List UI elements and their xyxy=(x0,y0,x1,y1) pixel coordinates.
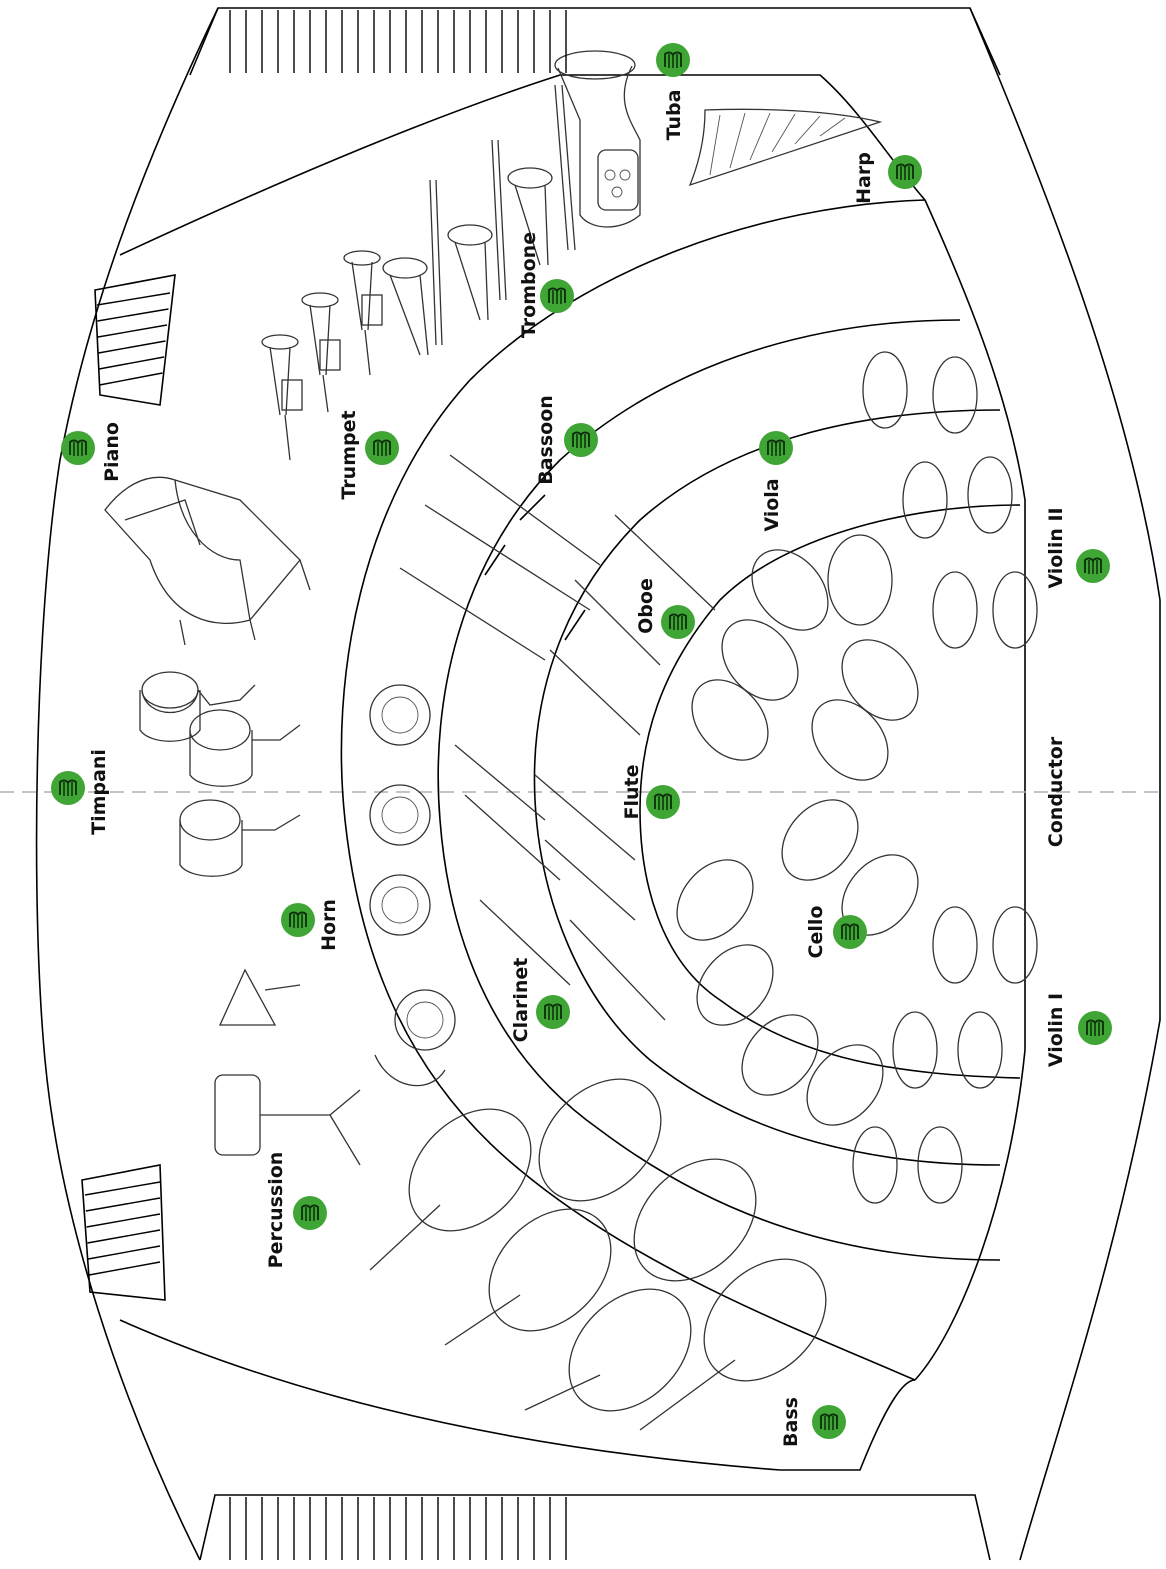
piano-label: Piano xyxy=(101,422,123,482)
tuba-drawing xyxy=(555,51,640,227)
bass-label: Bass xyxy=(780,1397,802,1447)
violin1-label: Violin I xyxy=(1045,993,1067,1067)
piano-drawing xyxy=(105,477,310,645)
tuba-music-book-icon[interactable] xyxy=(656,43,690,77)
bass-drawings xyxy=(370,1055,850,1435)
clarinet-label: Clarinet xyxy=(510,958,532,1043)
percussion-drawings xyxy=(215,970,360,1165)
flute-drawings xyxy=(455,745,635,920)
trombone-drawings xyxy=(383,85,575,355)
instrument-sketches xyxy=(105,51,1037,1435)
percussion-music-book-icon[interactable] xyxy=(293,1196,327,1230)
bassoon-music-book-icon[interactable] xyxy=(564,423,598,457)
harp-drawing xyxy=(690,109,880,185)
horn-label: Horn xyxy=(318,899,340,951)
trombone-music-book-icon[interactable] xyxy=(540,279,574,313)
conductor-label: Conductor xyxy=(1045,736,1067,847)
tuba-label: Tuba xyxy=(663,90,685,141)
horn-drawings xyxy=(370,685,455,1086)
timpani-label: Timpani xyxy=(88,749,110,835)
violin2-label: Violin II xyxy=(1045,507,1067,588)
violin1-drawings xyxy=(853,907,1037,1203)
trombone-label: Trombone xyxy=(518,232,540,338)
cello-drawings xyxy=(662,785,934,1140)
timpani-drawings xyxy=(140,672,300,876)
section-markers xyxy=(51,43,1112,1439)
stair-treads xyxy=(85,10,566,1560)
bass-music-book-icon[interactable] xyxy=(812,1405,846,1439)
percussion-label: Percussion xyxy=(265,1152,287,1269)
cello-label: Cello xyxy=(805,906,827,959)
bassoon-label: Bassoon xyxy=(535,395,557,485)
violin1-music-book-icon[interactable] xyxy=(1078,1011,1112,1045)
viola-drawings xyxy=(677,535,934,795)
trumpet-drawings xyxy=(262,251,382,460)
horn-music-book-icon[interactable] xyxy=(281,903,315,937)
flute-label: Flute xyxy=(621,765,643,820)
violin2-drawings xyxy=(863,352,1037,648)
seating-arcs xyxy=(341,200,1020,1380)
cello-music-book-icon[interactable] xyxy=(833,915,867,949)
oboe-music-book-icon[interactable] xyxy=(661,605,695,639)
clarinet-drawings xyxy=(480,900,665,1020)
harp-music-book-icon[interactable] xyxy=(888,155,922,189)
flute-music-book-icon[interactable] xyxy=(646,785,680,819)
violin2-music-book-icon[interactable] xyxy=(1076,549,1110,583)
piano-music-book-icon[interactable] xyxy=(61,431,95,465)
trumpet-music-book-icon[interactable] xyxy=(365,431,399,465)
trumpet-label: Trumpet xyxy=(338,410,360,499)
viola-label: Viola xyxy=(761,478,783,531)
clarinet-music-book-icon[interactable] xyxy=(536,995,570,1029)
viola-music-book-icon[interactable] xyxy=(759,431,793,465)
timpani-music-book-icon[interactable] xyxy=(51,771,85,805)
oboe-label: Oboe xyxy=(635,578,657,634)
bassoon-drawings xyxy=(400,455,600,660)
harp-label: Harp xyxy=(853,152,875,204)
